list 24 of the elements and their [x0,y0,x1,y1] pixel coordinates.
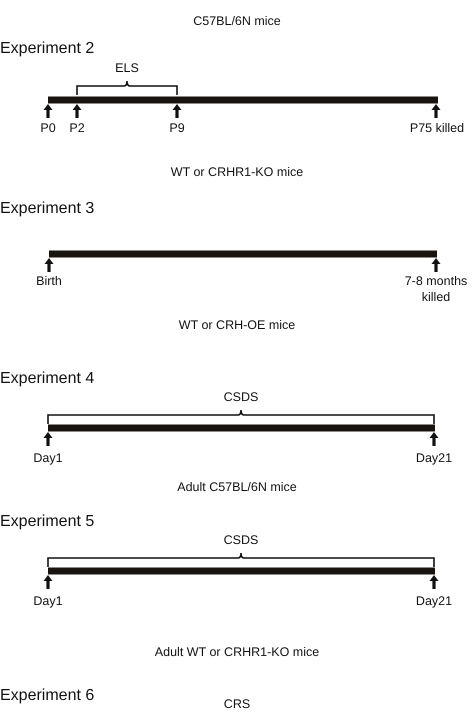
time-point-label: Day21 [416,594,452,610]
time-point-label: P0 [40,121,56,137]
experiment-heading: Experiment 5 [0,512,94,532]
time-point-label: 7-8 months killed [404,274,468,306]
time-point-label: Day21 [416,451,452,467]
time-point-label: P9 [169,121,185,137]
experiment-heading: Experiment 2 [0,39,94,59]
caption-text: Adult C57BL/6N mice [177,480,297,496]
time-point-label: P75 killed [408,121,466,137]
period-label: CSDS [224,533,258,549]
experiment-heading: Experiment 3 [0,199,94,219]
period-label: ELS [115,61,139,77]
caption-text: WT or CRHR1-KO mice [170,165,304,181]
caption-text: Adult WT or CRHR1-KO mice [154,645,320,661]
period-label: CRS [224,697,250,712]
time-point-label: P2 [69,121,85,137]
period-label: CSDS [224,390,258,406]
caption-text: C57BL/6N mice [193,14,281,30]
time-point-label: Day1 [33,594,63,610]
time-point-label: Day1 [33,451,63,467]
time-point-label: Birth [36,274,62,290]
experiment-heading: Experiment 6 [0,686,94,706]
experiment-heading: Experiment 4 [0,369,94,389]
caption-text: WT or CRH-OE mice [178,318,296,334]
